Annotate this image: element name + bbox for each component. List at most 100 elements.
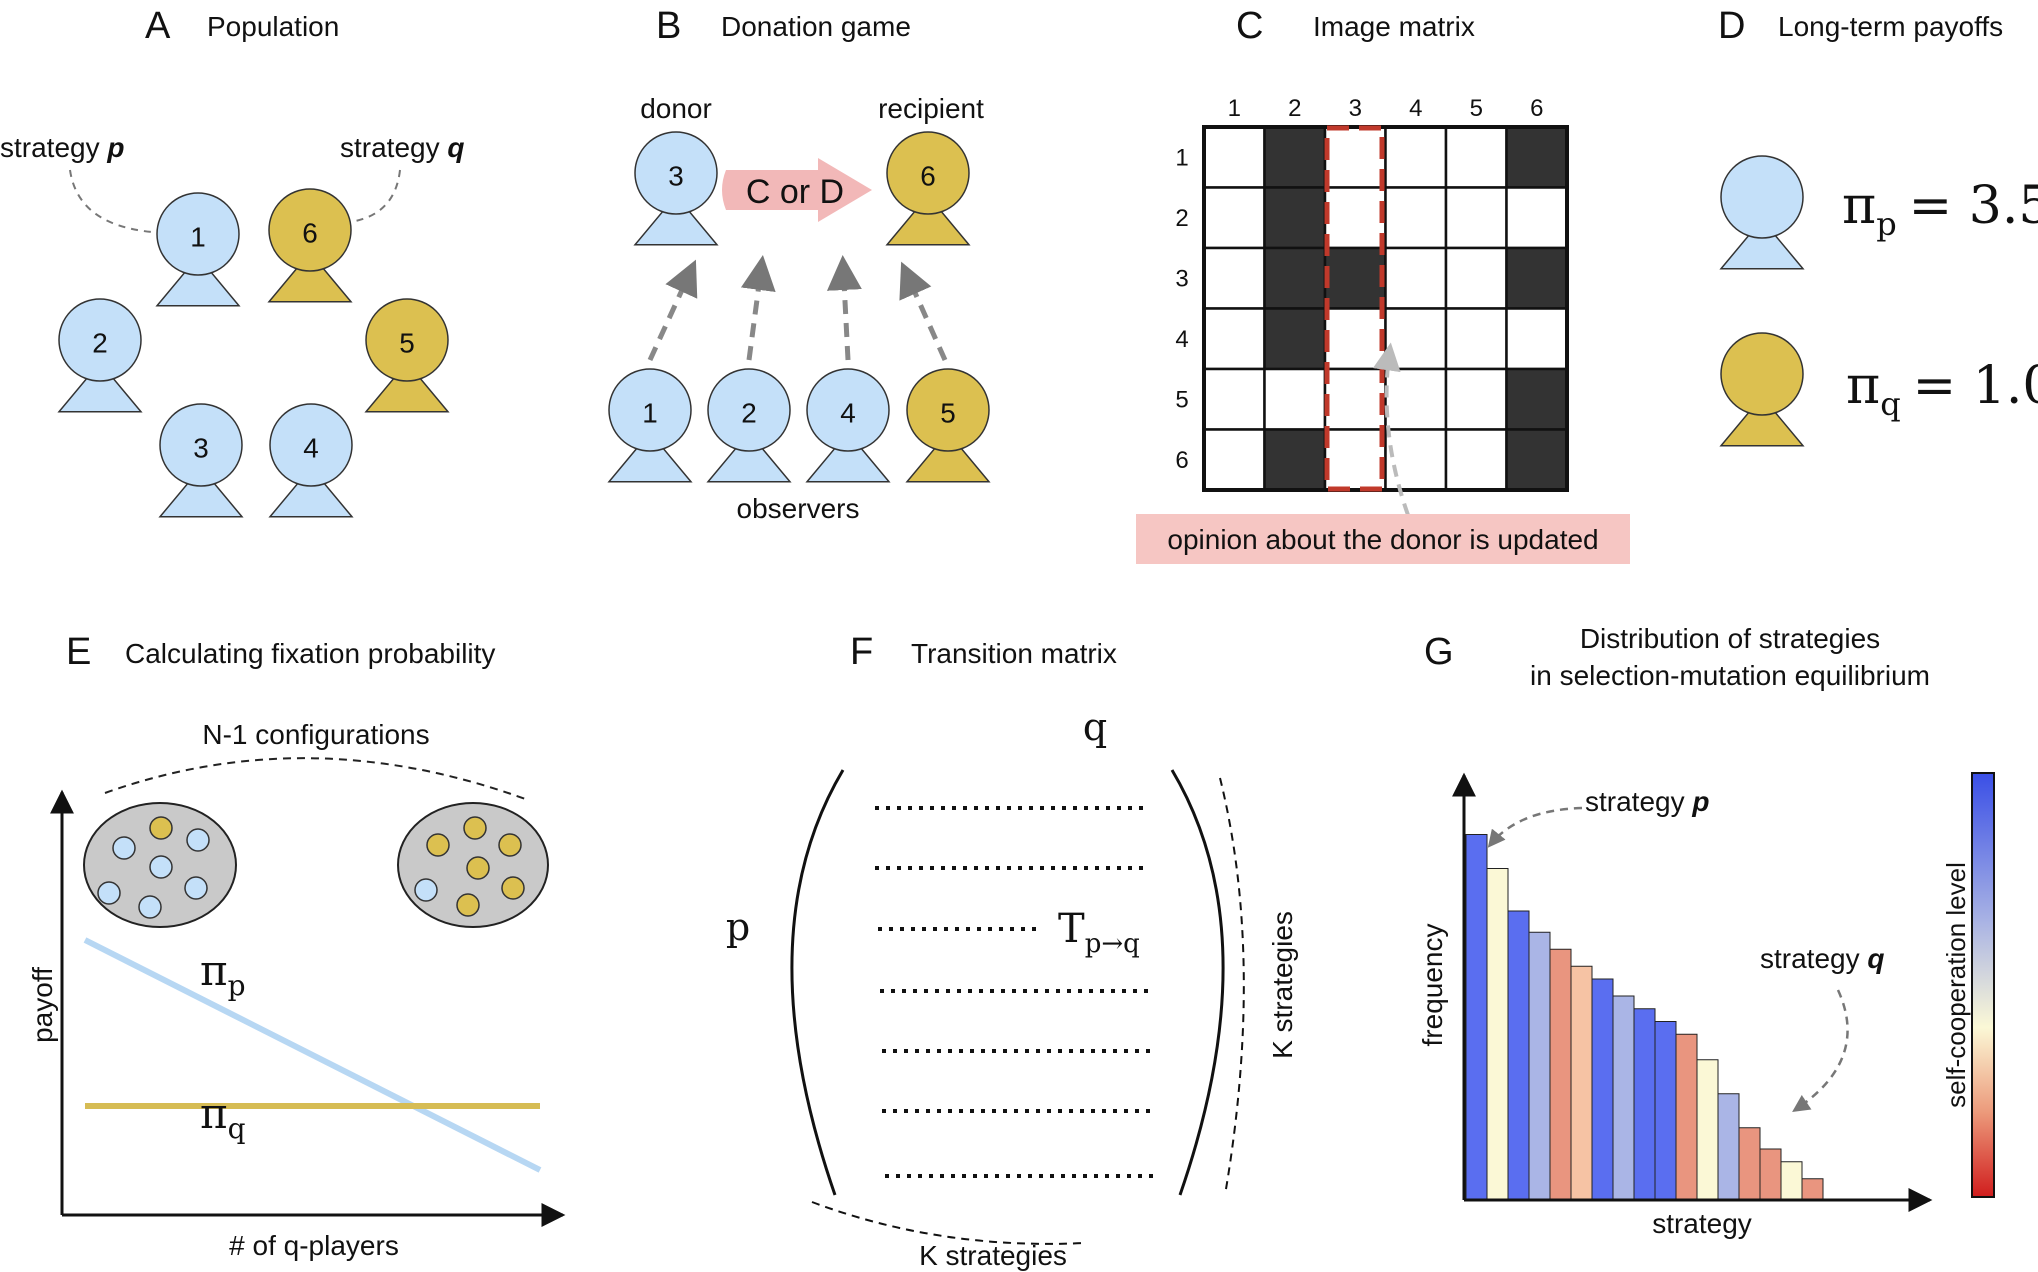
agent-number: 6 [302,217,318,248]
panel-b-letter: B [656,5,681,47]
row-variable: p [726,905,750,949]
matrix-cell [1323,125,1387,189]
action-label: C or D [746,173,844,211]
matrix-cell [1323,307,1387,371]
strategy-bar [1591,978,1614,1201]
panel-g-title-line1: Distribution of strategies [1580,623,1880,654]
matrix-cell [1384,125,1448,189]
matrix-row-label: 6 [1175,447,1188,474]
agent-body [267,251,353,303]
agent-number: 4 [303,432,319,463]
agent-body [158,466,244,518]
matrix-cell [1323,246,1387,310]
matrix-cell [1202,428,1266,492]
recipient-agent: 6 [885,131,971,246]
matrix-left-bracket [790,769,845,1196]
panel-f-letter: F [850,631,873,673]
agent-number: 3 [193,432,209,463]
population-agent-1: 1 [155,192,241,307]
agent-body [155,255,241,307]
matrix-rows [875,806,1155,1178]
payoff-agent-p [1719,155,1805,270]
callout-text: opinion about the donor is updated [1167,524,1598,555]
strategy-bar [1612,995,1635,1201]
observer-arrow-3 [826,255,862,361]
agent-number: 5 [940,397,956,428]
config-dot-p [184,876,208,900]
agent-head [806,368,890,452]
matrix-cell [1202,307,1266,371]
matrix-cell [1444,125,1508,189]
matrix-cell [1263,428,1327,492]
panel-d-title: Long-term payoffs [1778,11,2003,42]
config-dot-p [112,836,136,860]
agent-head [707,368,791,452]
agent-head [634,131,718,215]
config-dot-q [463,816,487,840]
strategy-bar [1486,868,1509,1201]
matrix-col-label: 6 [1530,95,1543,122]
matrix-col-label: 3 [1349,95,1362,122]
matrix-cell [1323,186,1387,250]
matrix-col-label: 2 [1288,95,1301,122]
agent-number: 3 [668,160,684,191]
k-bottom-brace [811,1201,1086,1245]
matrix-col-label: 4 [1409,95,1422,122]
population-agent-5: 5 [364,298,450,413]
matrix-cell [1505,186,1569,250]
config-dot-p [414,878,438,902]
payoff-agents [1719,155,1805,447]
matrix-border [1202,125,1569,492]
matrix-cell [1263,367,1327,431]
agent-head [156,192,240,276]
configuration-dots [97,816,525,919]
matrix-cell [1263,125,1327,189]
config-dot-q [466,856,490,880]
matrix-row-label: 4 [1175,326,1188,353]
colorbar-label: self-cooperation level [1941,862,1971,1108]
line-p-label: πp [200,946,246,1002]
strategy-p-connector [69,169,153,233]
strategy-bar [1696,1059,1719,1201]
configurations-brace [104,757,529,801]
panel-b: B Donation game donor recipient C or D 3… [607,5,991,524]
agent-number: 5 [399,327,415,358]
observers-label: observers [737,493,860,524]
payoff-p: πp= 3.5 [1842,176,2038,243]
matrix-col-label: 1 [1228,95,1241,122]
strategy-bar [1738,1127,1761,1201]
k-strategies-bottom: K strategies [919,1240,1067,1271]
agent-body [905,431,991,483]
panel-e: E Calculating fixation probability N-1 c… [27,631,566,1261]
agent-head [58,298,142,382]
observer-agent-5: 5 [905,368,991,483]
agent-number: 4 [840,397,856,428]
agent-head [1720,155,1804,239]
observer-agent-1: 1 [607,368,693,483]
config-dot-p [186,828,210,852]
matrix-cell [1384,307,1448,371]
matrix-cell [1384,367,1448,431]
payoff-q: πq= 1.0 [1846,356,2038,423]
strategy-bar [1528,931,1551,1201]
transition-entry: Tp→q [1058,906,1140,959]
matrix-cell [1505,367,1569,431]
config-dot-p [97,881,121,905]
k-strategies-right: K strategies [1267,911,1298,1059]
observer-arrow-4 [899,261,948,362]
agent-head [159,403,243,487]
matrix-row-label: 3 [1175,265,1188,292]
panel-c-letter: C [1236,5,1263,47]
strategy-p-label: strategy p [0,132,125,163]
agent-number: 2 [741,397,757,428]
matrix-row-label: 1 [1175,144,1188,171]
payoff-agent-q [1719,332,1805,447]
strategy-bars [1465,834,1824,1201]
configurations-label: N-1 configurations [202,719,429,750]
matrix-cell [1384,428,1448,492]
matrix-cell [1505,246,1569,310]
matrix-cell [1384,246,1448,310]
g-y-label: frequency [1417,924,1448,1047]
